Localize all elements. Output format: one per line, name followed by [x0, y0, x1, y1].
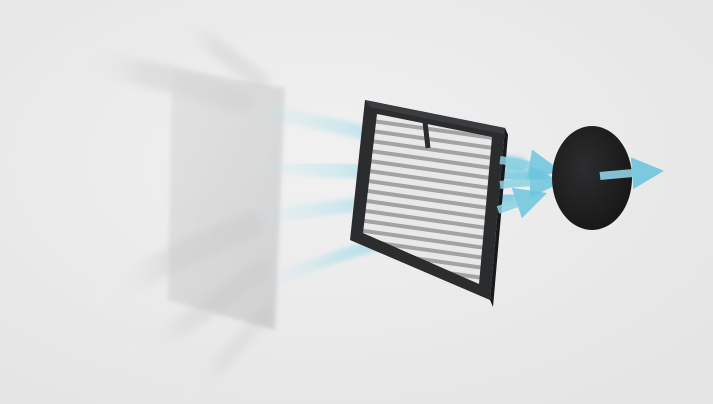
output-arrow [600, 172, 648, 176]
hepa-divider [425, 122, 428, 148]
